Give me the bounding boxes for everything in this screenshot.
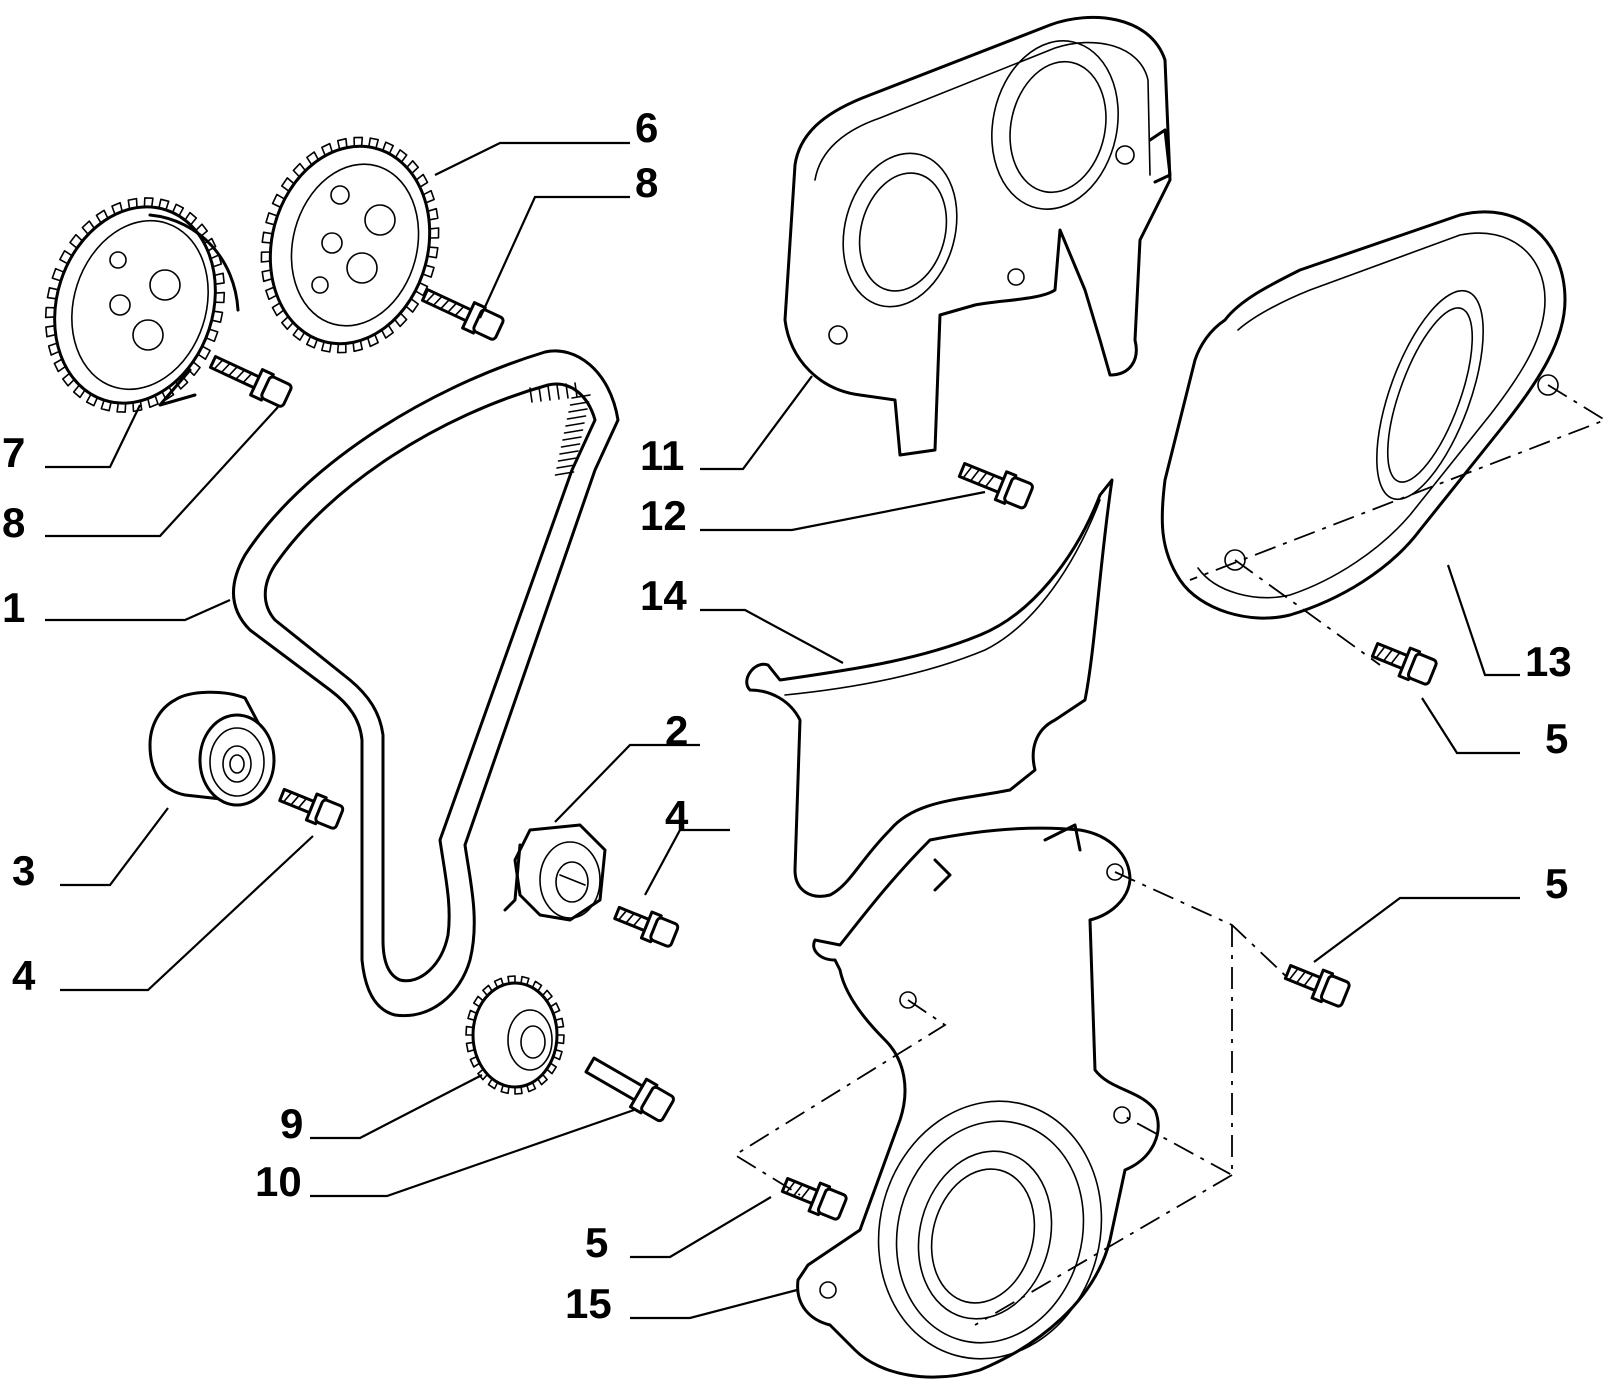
callout-15: 15 bbox=[565, 1280, 612, 1327]
part-5-bolt-middle bbox=[1283, 964, 1351, 1008]
callout-labels: 6 8 7 8 1 2 3 4 4 9 10 11 12 14 13 5 5 5… bbox=[2, 104, 1572, 1327]
callout-leader-lines bbox=[45, 141, 1520, 1320]
callout-3: 3 bbox=[12, 847, 35, 894]
part-4-bolt-left bbox=[278, 787, 345, 830]
callout-7: 7 bbox=[2, 429, 25, 476]
gear-tooth-ring bbox=[44, 197, 226, 413]
callout-9: 9 bbox=[280, 1100, 303, 1147]
callout-5: 5 bbox=[1545, 715, 1568, 762]
part-6-camshaft-pulley bbox=[260, 136, 440, 354]
part-11-upper-timing-cover bbox=[783, 15, 1172, 457]
callout-10: 10 bbox=[255, 1158, 302, 1205]
callout-5: 5 bbox=[585, 1219, 608, 1266]
belt-teeth bbox=[529, 382, 591, 476]
callout-11: 11 bbox=[640, 432, 684, 479]
assembly-centerlines bbox=[733, 384, 1608, 1326]
part-10-bolt bbox=[584, 1056, 675, 1123]
callout-8: 8 bbox=[2, 499, 25, 546]
part-9-crankshaft-pulley bbox=[465, 975, 565, 1095]
callout-12: 12 bbox=[640, 492, 687, 539]
callout-4: 4 bbox=[12, 952, 36, 999]
part-15-lower-timing-cover bbox=[796, 823, 1160, 1379]
part-13-outer-timing-cover bbox=[1160, 210, 1567, 620]
part-3-idler-pulley bbox=[148, 690, 276, 807]
gear-tooth-ring bbox=[260, 136, 440, 354]
part-7-camshaft-pulley bbox=[44, 197, 240, 413]
part-12-bolt bbox=[957, 462, 1034, 510]
callout-6: 6 bbox=[635, 104, 658, 151]
part-4-bolt-right bbox=[613, 905, 680, 948]
callout-8: 8 bbox=[635, 159, 658, 206]
gear-tooth-ring bbox=[465, 975, 565, 1095]
callout-5: 5 bbox=[1545, 860, 1568, 907]
part-8-bolt-lower bbox=[208, 355, 293, 408]
part-14-lower-belt-shield bbox=[745, 478, 1114, 898]
part-1-timing-belt bbox=[232, 349, 620, 1018]
part-2-belt-tensioner bbox=[503, 823, 607, 922]
callout-13: 13 bbox=[1525, 638, 1572, 685]
callout-4: 4 bbox=[665, 792, 689, 839]
callout-1: 1 bbox=[2, 584, 25, 631]
part-5-bolt-cover-top bbox=[1370, 642, 1438, 686]
callout-14: 14 bbox=[640, 572, 687, 619]
part-5-bolt-lower bbox=[780, 1177, 848, 1221]
callout-2: 2 bbox=[665, 707, 688, 754]
